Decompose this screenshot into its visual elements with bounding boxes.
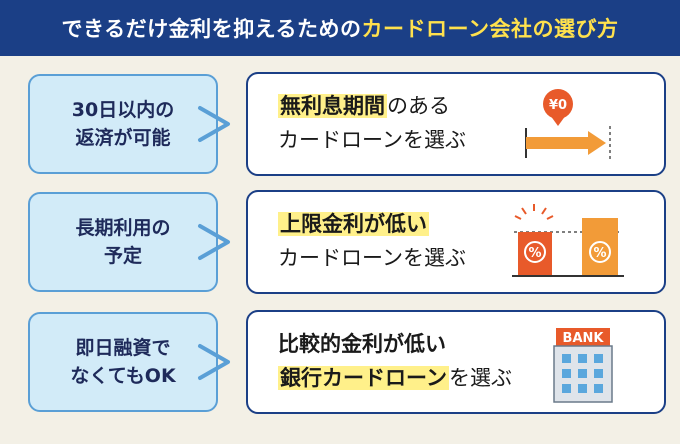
title-accent: カードローン会社の選び方 xyxy=(361,17,619,41)
result-line: カードローンを選ぶ xyxy=(278,127,466,152)
row-low-max-rate: 長期利用の 予定 上限金利が低い カードローンを選ぶ % % xyxy=(0,190,680,294)
result-rest: を選ぶ xyxy=(448,365,512,390)
percent-icon: % xyxy=(528,246,541,261)
result-line: 比較的金利が低い xyxy=(278,332,446,356)
chevron-right-icon xyxy=(198,224,230,260)
result-highlight: 無利息期間 xyxy=(278,94,387,118)
result-box: 上限金利が低い カードローンを選ぶ % % xyxy=(246,190,666,294)
page-title: できるだけ金利を抑えるためのカードローン会社の選び方 xyxy=(0,0,680,56)
chevron-right-icon xyxy=(198,344,230,380)
interest-rate-comparison-icon: % % xyxy=(512,204,624,277)
result-box: 無利息期間のある カードローンを選ぶ ¥0 xyxy=(246,72,666,176)
result-highlight: 上限金利が低い xyxy=(278,212,429,236)
condition-line: 長期利用の xyxy=(75,216,171,239)
result-box: 比較的金利が低い 銀行カードローンを選ぶ BANK xyxy=(246,310,666,414)
row-bank-loan: 即日融資で なくてもOK 比較的金利が低い 銀行カードローンを選ぶ BANK xyxy=(0,310,680,414)
bank-building-icon: BANK xyxy=(553,328,613,403)
percent-icon: % xyxy=(593,246,606,261)
condition-line: なくてもOK xyxy=(70,365,176,387)
zero-yen-label: ¥0 xyxy=(549,98,567,113)
condition-line: 返済が可能 xyxy=(75,127,171,149)
condition-line: 即日融資で xyxy=(75,336,171,359)
condition-box: 長期利用の 予定 xyxy=(28,192,218,292)
condition-line: 30日以内の xyxy=(71,98,175,121)
result-rest: のある xyxy=(387,94,450,118)
result-line: カードローンを選ぶ xyxy=(278,245,466,270)
row-interest-free: 30日以内の 返済が可能 無利息期間のある カードローンを選ぶ ¥0 xyxy=(0,72,680,176)
zero-interest-timeline-icon: ¥0 xyxy=(525,89,611,160)
bank-sign-label: BANK xyxy=(563,331,605,346)
result-highlight: 銀行カードローン xyxy=(278,365,449,390)
condition-box: 30日以内の 返済が可能 xyxy=(28,74,218,174)
title-main: できるだけ金利を抑えるための xyxy=(61,17,362,41)
condition-box: 即日融資で なくてもOK xyxy=(28,312,218,412)
condition-line: 予定 xyxy=(103,245,142,267)
chevron-right-icon xyxy=(198,106,230,142)
